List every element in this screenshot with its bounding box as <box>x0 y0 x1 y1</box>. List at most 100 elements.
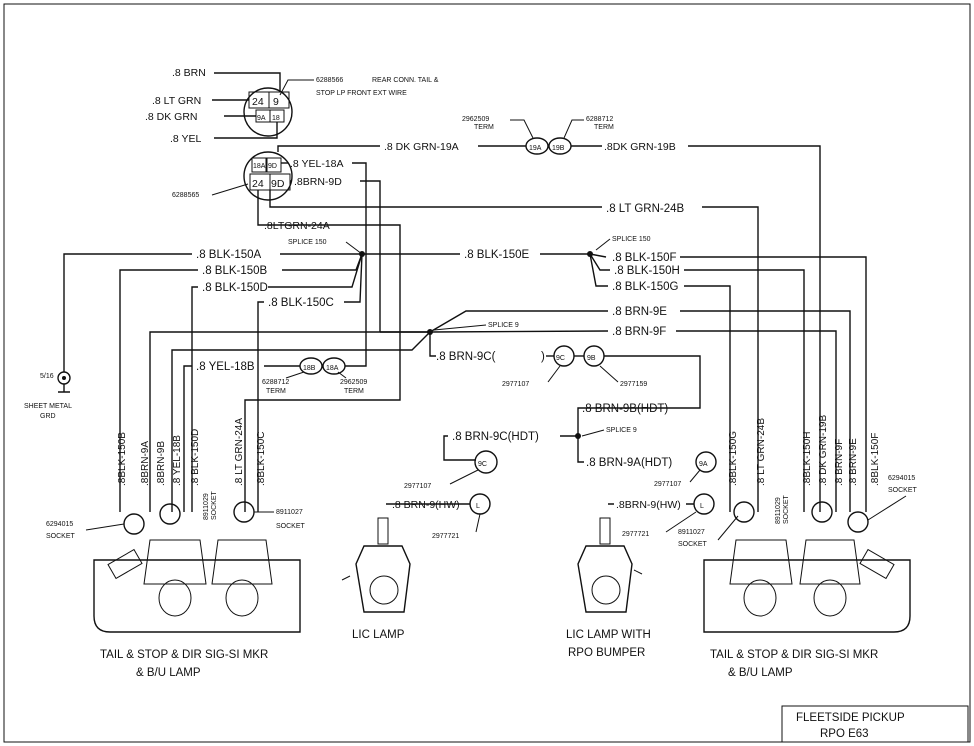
right-lamp-label-2: & B/U LAMP <box>728 667 793 679</box>
wire-brn-9e: .8 BRN-9E <box>612 306 667 318</box>
wire-blk-150a: .8 BLK-150A <box>196 249 262 261</box>
socket-8911027-right: 8911027 <box>678 529 705 536</box>
conn-cavity-9a: 9A <box>257 115 266 122</box>
lower-connector: 18A 9D 24 9D <box>243 151 293 201</box>
vlabel-brn-9a: .8BRN-9A <box>140 441 151 486</box>
ground-size: 5/16 <box>40 373 54 380</box>
socket-8911029-right: 8911029 <box>775 497 782 524</box>
term-6288712-low: 6288712 <box>262 379 289 386</box>
splice-150-left: SPLICE 150 <box>288 239 327 246</box>
socket-right-2 <box>811 501 833 523</box>
wire-yel-18b: .8 YEL-18B <box>196 361 255 373</box>
ground-label1: SHEET METAL <box>24 403 72 410</box>
socket-8911029-left: 8911029 <box>203 493 210 520</box>
vertical-labels-left: .8BLK-150B .8BRN-9A .8BRN-9B .8 YEL-18B … <box>117 418 267 486</box>
title-block: FLEETSIDE PICKUP RPO E63 <box>781 705 969 743</box>
wire-blk-150h: .8 BLK-150H <box>614 265 680 277</box>
lic-rpo-label-2: RPO BUMPER <box>568 647 645 659</box>
left-lamp-label-1: TAIL & STOP & DIR SIG-SI MKR <box>100 649 268 661</box>
rear-conn-desc2: STOP LP FRONT EXT WIRE <box>316 90 407 97</box>
socket-6294015-left: 6294015 <box>46 521 73 528</box>
vlabel-blk-150b: .8BLK-150B <box>117 432 128 486</box>
conn-cavity-9: 9 <box>273 96 279 108</box>
socket-8911027-left: 8911027 <box>276 509 303 516</box>
wire-dk-grn: .8 DK GRN <box>145 111 198 123</box>
wire-blk-150d: .8 BLK-150D <box>202 282 268 294</box>
term-L-right: L <box>700 503 704 510</box>
vlabel-dk-grn-19b: .8 DK GRN-19B <box>818 415 829 486</box>
vlabel-lt-grn-24b: .8 LT GRN-24B <box>756 418 767 486</box>
wire-dk-grn-19b: .8DK GRN-19B <box>604 141 676 153</box>
term-2977159: 2977159 <box>620 381 647 388</box>
splice-9-right: SPLICE 9 <box>606 427 637 434</box>
socket-label-d: SOCKET <box>678 541 708 548</box>
term-18b: 18B <box>303 365 316 372</box>
term-L-left: L <box>476 503 480 510</box>
vlabel-brn-9f: .8 BRN-9F <box>834 439 845 486</box>
vlabel-blk-150d: .8 BLK-150D <box>190 429 201 486</box>
vlabel-blk-150g: .8BLK-150G <box>728 431 739 486</box>
socket-label-c: SOCKET <box>276 523 306 530</box>
wire-brn-9b-hdt: .8 BRN-9B(HDT) <box>582 403 668 415</box>
lic-rpo-label-1: LIC LAMP WITH <box>566 629 651 641</box>
socket-left-3 <box>233 501 255 523</box>
wire-blk-150g: .8 BLK-150G <box>612 281 679 293</box>
wire-blk-150f: .8 BLK-150F <box>612 252 677 264</box>
left-tail-lamp-assembly <box>93 539 301 633</box>
splice-9-left: SPLICE 9 <box>488 322 519 329</box>
ground-label2: GRD <box>40 413 56 420</box>
wire-brn-9c-close: ) <box>541 351 545 363</box>
right-tail-lamp-assembly <box>703 539 911 633</box>
title-line-2: RPO E63 <box>820 728 869 740</box>
vlabel-brn-9e: .8 BRN-9E <box>848 438 859 486</box>
vlabel-blk-150c: .8BLK-150C <box>256 432 267 486</box>
socket-left-2 <box>159 503 181 525</box>
wire-lt-grn-24b: .8 LT GRN-24B <box>606 203 685 215</box>
vlabel-yel-18b: .8 YEL-18B <box>172 435 183 486</box>
vlabel-brn-9b: .8BRN-9B <box>156 441 167 486</box>
wire-brn-9hw-left: .8 BRN-9(HW) <box>392 499 460 511</box>
socket-right-1 <box>733 501 755 523</box>
conn-cavity-9d2: 9D <box>271 178 285 190</box>
lic-lamp-rpo <box>577 517 643 613</box>
wire-dk-grn-19a: .8 DK GRN-19A <box>384 141 459 153</box>
socket-right-3 <box>847 511 869 533</box>
title-line-1: FLEETSIDE PICKUP <box>796 712 905 724</box>
term-label-d: TERM <box>344 388 364 395</box>
socket-label-a: SOCKET <box>46 533 76 540</box>
right-lamp-label-1: TAIL & STOP & DIR SIG-SI MKR <box>710 649 878 661</box>
conn-cavity-18: 18 <box>272 115 280 122</box>
term-2977107c: 2977107 <box>654 481 681 488</box>
term-19a: 19A <box>529 145 542 152</box>
wire-blk-150c: .8 BLK-150C <box>268 297 334 309</box>
vlabel-blk-150f: .8BLK-150F <box>870 433 881 486</box>
term-6288712-top: 6288712 <box>586 116 613 123</box>
term-19b: 19B <box>552 145 565 152</box>
conn-cavity-18a: 18A <box>253 163 266 170</box>
wire-brn: .8 BRN <box>172 67 206 79</box>
socket-left-1 <box>123 513 145 535</box>
wire-lt-grn: .8 LT GRN <box>152 95 201 107</box>
socket-label-b: SOCKET <box>211 490 218 520</box>
socket-label-e: SOCKET <box>783 494 790 524</box>
wire-brn-9c: .8 BRN-9C( <box>436 351 496 363</box>
term-label-b: TERM <box>594 124 614 131</box>
conn-cavity-24b: 24 <box>252 178 264 190</box>
lic-lamp <box>341 517 411 613</box>
term-2977107b: 2977107 <box>404 483 431 490</box>
vlabel-lt-grn-24a: .8 LT GRN-24A <box>234 418 245 486</box>
term-label-c: TERM <box>266 388 286 395</box>
rear-conn-part: 6288566 <box>316 77 343 84</box>
term-2962509-low: 2962509 <box>340 379 367 386</box>
conn-cavity-24: 24 <box>252 96 264 108</box>
term-9c2: 9C <box>478 461 487 468</box>
wire-brn-9a-hdt: .8 BRN-9A(HDT) <box>586 457 672 469</box>
term-2977721-right: 2977721 <box>622 531 649 538</box>
term-label-a: TERM <box>474 124 494 131</box>
wire-brn-9f: .8 BRN-9F <box>612 326 666 338</box>
wire-lt-grn-24a: .8LTGRN-24A <box>264 220 330 232</box>
vertical-labels-right: .8BLK-150G .8 LT GRN-24B .8BLK-150H .8 D… <box>728 415 881 486</box>
wire-brn-9d: .8BRN-9D <box>294 176 342 188</box>
term-2977721-left: 2977721 <box>432 533 459 540</box>
